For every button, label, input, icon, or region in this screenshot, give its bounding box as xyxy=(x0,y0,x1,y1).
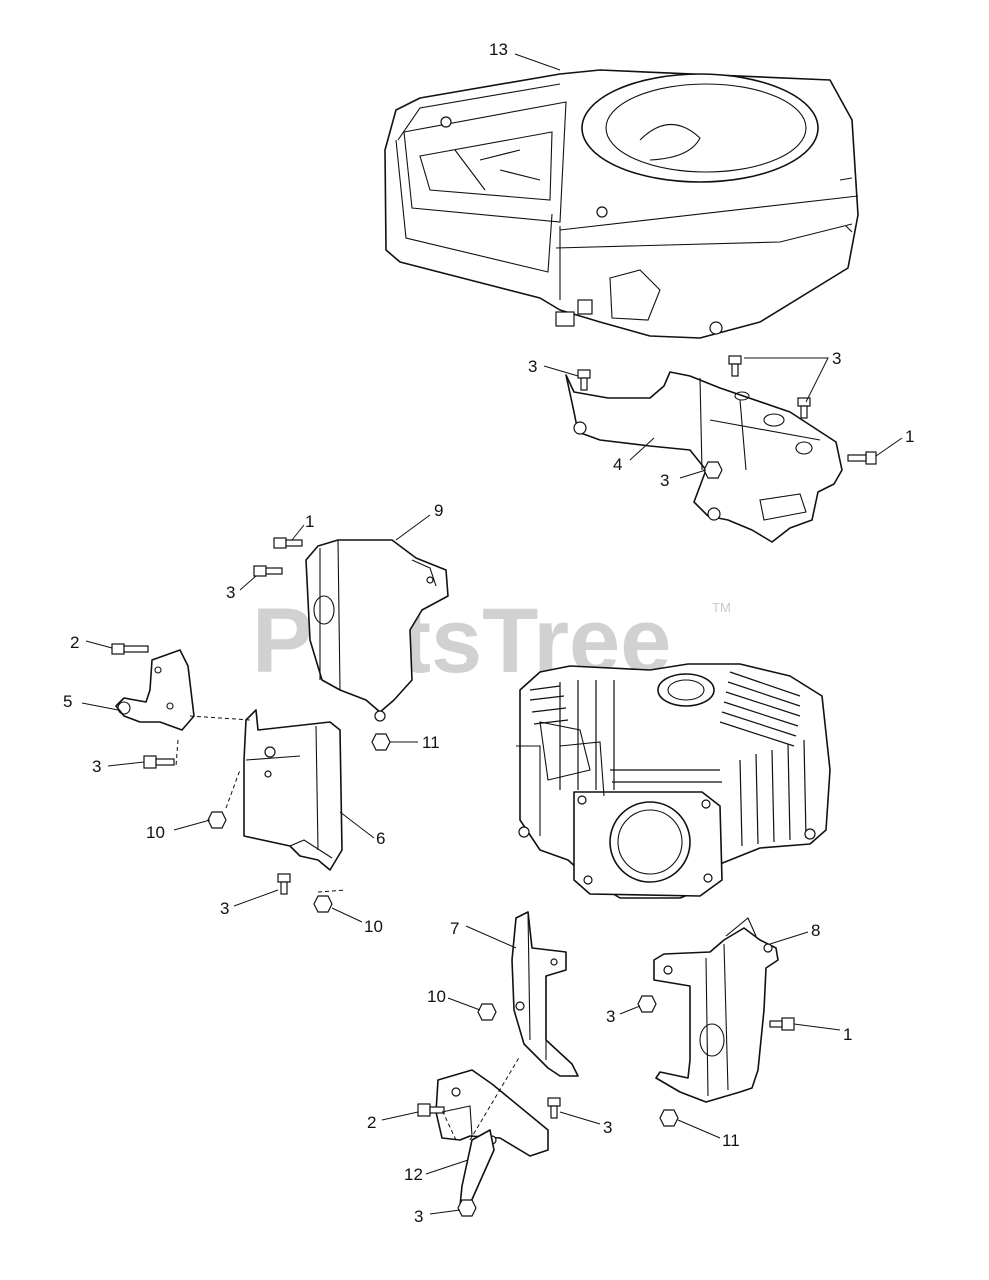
screw-icon xyxy=(769,1017,795,1031)
watermark-trademark: TM xyxy=(712,600,731,615)
callout-10: 10 xyxy=(364,917,383,936)
alignment-lines xyxy=(175,715,521,1141)
callout-12: 12 xyxy=(404,1165,423,1184)
blower-housing-13[interactable] xyxy=(384,69,859,339)
bolt-icon xyxy=(577,369,591,391)
baffle-7[interactable] xyxy=(511,911,579,1077)
callout-3: 3 xyxy=(660,471,669,490)
callout-3: 3 xyxy=(528,357,537,376)
callout-10: 10 xyxy=(427,987,446,1006)
nut-icon xyxy=(207,811,227,829)
fasteners xyxy=(111,355,877,1217)
callout-5: 5 xyxy=(63,692,72,711)
nut-icon xyxy=(457,1199,477,1217)
callout-9: 9 xyxy=(434,501,443,520)
callout-1: 1 xyxy=(905,427,914,446)
bolt-icon xyxy=(797,397,811,419)
screw-icon xyxy=(847,451,877,465)
bracket-5[interactable] xyxy=(115,649,195,731)
screw-icon xyxy=(417,1103,445,1117)
callout-10: 10 xyxy=(146,823,165,842)
nut-icon xyxy=(659,1109,679,1127)
callout-1: 1 xyxy=(843,1025,852,1044)
bolt-icon xyxy=(253,565,283,577)
nut-icon xyxy=(703,461,723,479)
screw-icon xyxy=(111,643,149,655)
callout-2: 2 xyxy=(367,1113,376,1132)
callout-3: 3 xyxy=(226,583,235,602)
bolt-icon xyxy=(547,1097,561,1119)
screw-icon xyxy=(273,537,303,549)
leader-lines xyxy=(81,53,903,1215)
callout-4: 4 xyxy=(613,455,622,474)
bolt-icon xyxy=(143,755,175,769)
air-baffle-plate-4[interactable] xyxy=(565,371,843,543)
callout-11: 11 xyxy=(722,1131,740,1150)
callout-8: 8 xyxy=(811,921,820,940)
callout-7: 7 xyxy=(450,919,459,938)
cylinder-shield-8[interactable] xyxy=(653,917,779,1103)
bracket-12[interactable] xyxy=(435,1069,549,1207)
nut-icon xyxy=(371,733,391,751)
callout-6: 6 xyxy=(376,829,385,848)
callout-3: 3 xyxy=(832,349,841,368)
callout-3: 3 xyxy=(414,1207,423,1226)
nut-icon xyxy=(313,895,333,913)
nut-icon xyxy=(477,1003,497,1021)
callout-2: 2 xyxy=(70,633,79,652)
cylinder-baffle-6[interactable] xyxy=(243,709,343,871)
callout-3: 3 xyxy=(220,899,229,918)
callout-1: 1 xyxy=(305,512,314,531)
engine-block[interactable] xyxy=(516,663,831,899)
callout-13: 13 xyxy=(489,40,508,59)
callout-3: 3 xyxy=(606,1007,615,1026)
bolt-icon xyxy=(277,873,291,895)
callout-labels: 13 3 3 1 4 3 1 9 3 2 5 3 11 10 6 3 10 7 … xyxy=(63,40,914,1226)
callout-11: 11 xyxy=(422,733,440,752)
callout-3: 3 xyxy=(92,757,101,776)
cylinder-shield-9[interactable] xyxy=(305,539,449,722)
nut-icon xyxy=(637,995,657,1013)
callout-3: 3 xyxy=(603,1118,612,1137)
bolt-icon xyxy=(728,355,742,377)
